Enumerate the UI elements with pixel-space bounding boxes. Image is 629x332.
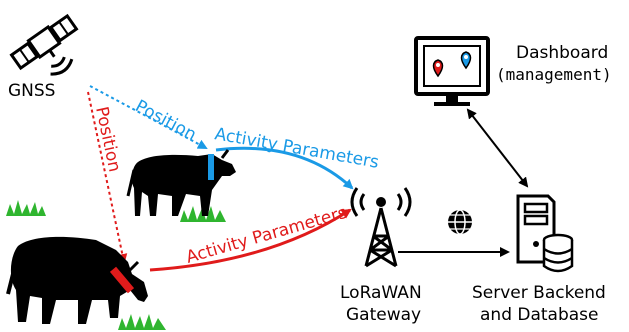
server-label-line1: Server Backend — [472, 283, 606, 303]
dashboard-label-line1: Dashboard — [516, 43, 608, 63]
server-label-line2: and Database — [480, 305, 599, 325]
grass-patch-left — [6, 200, 46, 216]
cow-icon — [126, 149, 236, 216]
lorawan-tower-icon — [350, 187, 412, 268]
server-database-icon — [516, 194, 574, 273]
map-pin-blue-icon — [460, 51, 472, 70]
position-arrow-red — [87, 91, 128, 264]
red-collar — [109, 266, 135, 294]
dashboard-server-arrow — [466, 108, 529, 188]
position-arrow-blue — [89, 85, 208, 149]
grass-patch-bottom-cow — [118, 314, 166, 330]
dashboard-label-line2: (management) — [496, 65, 612, 84]
gnss-label: GNSS — [8, 81, 55, 101]
monitor-map-icon — [414, 36, 490, 106]
satellite-icon — [9, 13, 79, 76]
position-label-red: Position — [91, 105, 124, 174]
map-pin-red-icon — [432, 59, 444, 78]
position-label-blue: Position — [132, 96, 200, 145]
activity-arrow-blue — [215, 146, 354, 190]
blue-collar — [208, 154, 214, 180]
gateway-label-line1: LoRaWAN — [340, 283, 422, 303]
gateway-label-line2: Gateway — [346, 305, 421, 325]
activity-arrow-red — [149, 208, 352, 272]
globe-icon — [448, 209, 472, 235]
cow-icon — [6, 236, 148, 324]
